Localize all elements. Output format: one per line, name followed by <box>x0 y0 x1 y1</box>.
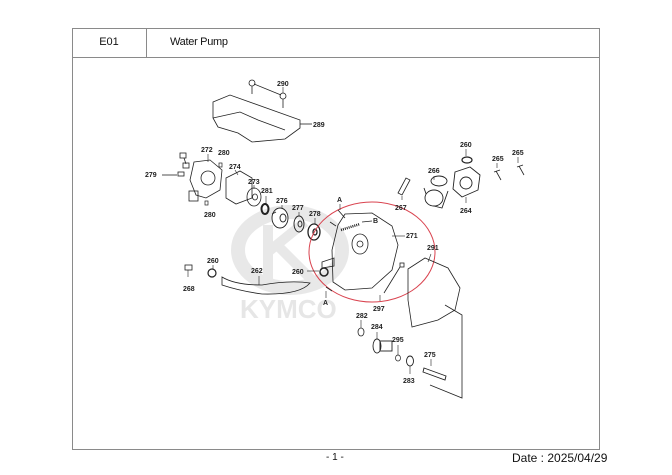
callout-279[interactable]: 279 <box>145 172 157 179</box>
exploded-parts-diagram: KYMCO <box>145 79 525 399</box>
callout-275[interactable]: 275 <box>424 352 436 359</box>
part-282-washer <box>357 327 365 337</box>
diagram-frame <box>72 28 600 450</box>
part-280-pin-lower <box>204 200 209 206</box>
callout-265-right[interactable]: 265 <box>512 150 524 157</box>
callout-264[interactable]: 264 <box>460 208 472 215</box>
part-272-housing <box>188 159 223 202</box>
callout-282[interactable]: 282 <box>356 313 368 320</box>
callout-291[interactable]: 291 <box>427 245 439 252</box>
part-283-washer <box>406 355 414 367</box>
part-274-gasket <box>225 170 253 205</box>
callout-280-lower[interactable]: 280 <box>204 212 216 219</box>
print-date: Date : 2025/04/29 <box>512 451 608 465</box>
part-290-bolts <box>248 79 287 108</box>
assembly-bracket <box>429 304 463 399</box>
callout-260-hose[interactable]: 260 <box>207 258 219 265</box>
callout-274[interactable]: 274 <box>229 164 241 171</box>
callout-260-case[interactable]: 260 <box>292 269 304 276</box>
watermark-text: KYMCO <box>240 294 337 324</box>
part-260-clamp-hose <box>207 268 217 278</box>
header-row: E01 Water Pump <box>72 28 600 58</box>
section-code: E01 <box>72 28 147 57</box>
callout-B[interactable]: B <box>373 218 378 225</box>
callout-A-upper[interactable]: A <box>337 197 342 204</box>
part-262-hose <box>221 276 311 295</box>
part-268-fitting <box>184 264 193 271</box>
callout-289[interactable]: 289 <box>313 122 325 129</box>
section-title: Water Pump <box>170 36 228 48</box>
callout-278[interactable]: 278 <box>309 211 321 218</box>
part-289-cover <box>212 94 312 143</box>
callout-281[interactable]: 281 <box>261 188 273 195</box>
callout-273[interactable]: 273 <box>248 179 260 186</box>
callout-labels: 290 289 272 280 274 279 280 273 281 276 … <box>145 81 524 385</box>
callout-276[interactable]: 276 <box>276 198 288 205</box>
highlight-circle <box>308 201 436 303</box>
parts-dowel-pins <box>325 209 373 292</box>
part-267-temp-sensor <box>397 177 411 196</box>
part-284-gear <box>372 338 393 354</box>
callout-262[interactable]: 262 <box>251 268 263 275</box>
callout-290[interactable]: 290 <box>277 81 289 88</box>
part-280-pin-upper <box>218 162 223 168</box>
part-291-gasket <box>407 257 461 328</box>
callout-272[interactable]: 272 <box>201 147 213 154</box>
callout-266[interactable]: 266 <box>428 168 440 175</box>
part-264-thermostat-cover <box>452 166 481 198</box>
part-260-clamp-case <box>319 267 329 277</box>
leader-lines <box>187 87 519 374</box>
part-273-impeller <box>246 187 262 207</box>
callout-A-lower[interactable]: A <box>323 300 328 307</box>
callout-284[interactable]: 284 <box>371 324 383 331</box>
callout-283[interactable]: 283 <box>403 378 415 385</box>
callout-265-left[interactable]: 265 <box>492 156 504 163</box>
part-271-pump-case <box>321 212 399 291</box>
callout-271[interactable]: 271 <box>406 233 418 240</box>
part-275-shaft <box>422 367 447 381</box>
callout-280-upper[interactable]: 280 <box>218 150 230 157</box>
callout-260-top[interactable]: 260 <box>460 142 472 149</box>
callout-297[interactable]: 297 <box>373 306 385 313</box>
part-278-bearing <box>307 223 321 241</box>
callout-295[interactable]: 295 <box>392 337 404 344</box>
part-279-fittings <box>162 152 190 177</box>
callout-268[interactable]: 268 <box>183 286 195 293</box>
page-number: - 1 - <box>326 452 344 463</box>
part-266-thermostat <box>423 175 449 209</box>
part-295-o-ring <box>395 354 401 362</box>
part-276-mechanical-seal <box>271 207 289 229</box>
part-265-bolts <box>493 164 525 181</box>
part-281-seal <box>260 203 270 215</box>
callout-277[interactable]: 277 <box>292 205 304 212</box>
callout-267[interactable]: 267 <box>395 205 407 212</box>
part-297-bolt <box>383 262 405 294</box>
part-260-clamp-top <box>461 156 473 164</box>
